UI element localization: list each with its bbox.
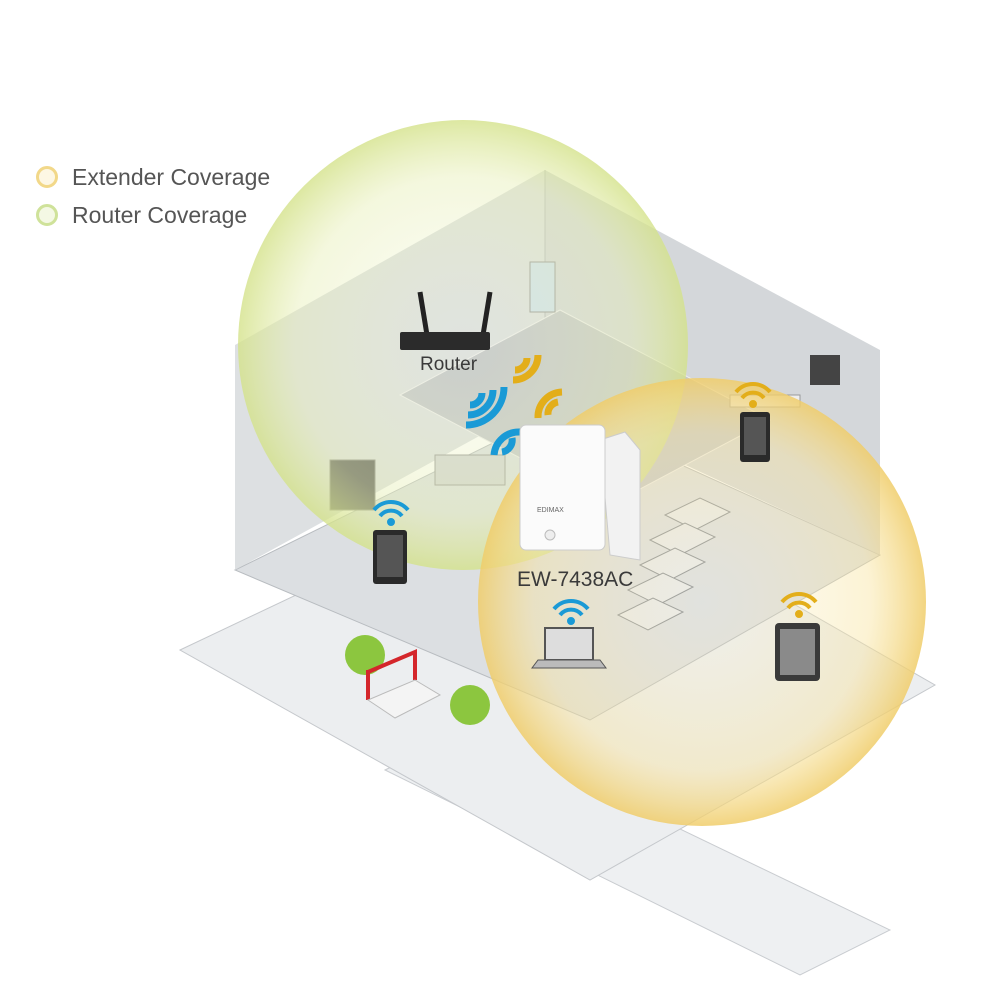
extender-signal-icon <box>512 354 563 419</box>
legend-item-extender: Extender Coverage <box>36 158 270 196</box>
monitor <box>810 355 840 385</box>
router-device[interactable] <box>400 291 493 350</box>
extender-device[interactable]: EDIMAX <box>519 424 641 561</box>
legend-label: Extender Coverage <box>72 163 271 190</box>
extender-coverage-swatch <box>36 166 58 188</box>
tablet-upstairs <box>740 412 770 462</box>
laptop <box>531 627 607 669</box>
extender-label: EW-7438AC <box>517 568 634 591</box>
tablet-right <box>775 623 820 681</box>
router-coverage-swatch <box>36 204 58 226</box>
wifi-icon <box>372 381 818 625</box>
router-label: Router <box>420 354 478 375</box>
router-signal-icon <box>465 386 521 456</box>
garden-plants <box>345 635 490 725</box>
extender-brand-logo: EDIMAX <box>537 507 564 514</box>
legend-label: Router Coverage <box>72 201 248 228</box>
legend-item-router: Router Coverage <box>36 196 270 234</box>
tablet-left <box>373 530 407 584</box>
legend: Extender Coverage Router Coverage <box>36 158 270 234</box>
